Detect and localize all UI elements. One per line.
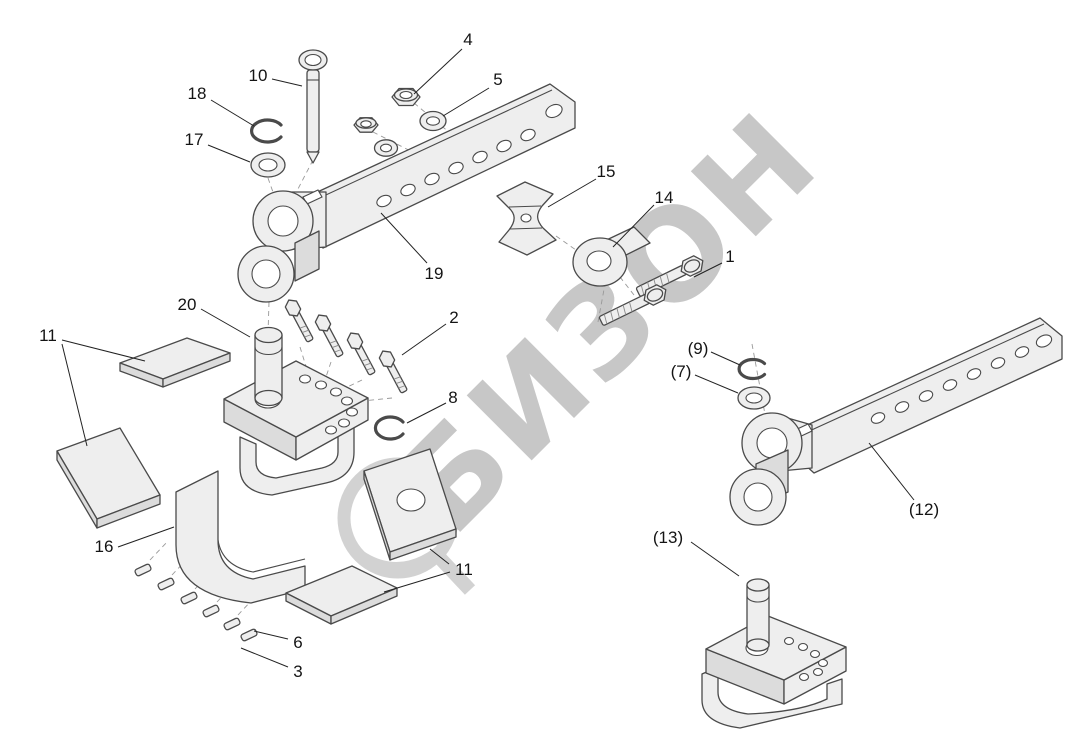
leader-line-16 bbox=[117, 526, 175, 548]
callout-7: (7) bbox=[671, 362, 692, 381]
callout-18: 18 bbox=[188, 84, 207, 103]
part-circlip-8 bbox=[373, 415, 405, 441]
leader-line-2 bbox=[401, 323, 447, 356]
part-bolt-1-second bbox=[598, 284, 667, 326]
part-circlip-9 bbox=[737, 357, 767, 381]
leader-line-11a-1 bbox=[61, 339, 146, 362]
leader-line-6 bbox=[253, 630, 289, 640]
leader-line-10 bbox=[271, 78, 303, 87]
part-plate-11-top bbox=[119, 337, 231, 388]
callout-17: 17 bbox=[185, 130, 204, 149]
part-roll-pins-3-6 bbox=[134, 563, 258, 642]
callout-11b: 11 bbox=[455, 560, 473, 579]
part-channel-16 bbox=[175, 470, 306, 604]
part-washer-5-second bbox=[373, 139, 399, 157]
callout-8: 8 bbox=[448, 388, 457, 407]
leader-line-19 bbox=[380, 212, 428, 264]
part-drawbar-12 bbox=[729, 317, 1063, 526]
callout-10: 10 bbox=[249, 66, 268, 85]
part-clamp-15 bbox=[496, 181, 557, 256]
callout-11a: 11 bbox=[39, 326, 57, 345]
leader-line-11a-2 bbox=[61, 343, 88, 447]
part-pivot-pin-20 bbox=[254, 326, 283, 407]
leader-line-14 bbox=[612, 204, 655, 248]
part-bolts-2 bbox=[284, 299, 408, 394]
callout-16: 16 bbox=[95, 537, 114, 556]
leader-line-11b-1 bbox=[429, 548, 450, 565]
callout-3: 3 bbox=[293, 662, 302, 681]
leader-line-11b-2 bbox=[383, 571, 451, 593]
part-circlip-18 bbox=[250, 118, 283, 144]
callout-labels: 10 4 5 18 17 15 14 1 19 20 2 11 (9) (7) … bbox=[39, 30, 939, 681]
callout-15: 15 bbox=[597, 162, 616, 181]
callout-19: 19 bbox=[425, 264, 444, 283]
part-upper-arm-19 bbox=[237, 83, 576, 303]
part-eye-link-14 bbox=[572, 226, 651, 287]
callout-13: (13) bbox=[653, 528, 683, 547]
part-plate-11-right bbox=[363, 448, 457, 561]
part-washer-7 bbox=[737, 386, 771, 410]
part-washer-5 bbox=[419, 110, 447, 132]
part-plate-11-left bbox=[56, 427, 161, 529]
callout-4: 4 bbox=[463, 30, 472, 49]
callout-6: 6 bbox=[293, 633, 302, 652]
part-assembly-13 bbox=[701, 578, 847, 729]
leader-line-18 bbox=[210, 99, 255, 127]
leader-line-5 bbox=[442, 87, 490, 117]
leader-line-20 bbox=[200, 308, 251, 338]
part-lynch-pin-10 bbox=[298, 49, 328, 164]
callout-2: 2 bbox=[449, 308, 458, 327]
leader-line-3 bbox=[240, 647, 289, 668]
leader-line-4 bbox=[413, 48, 463, 95]
leader-lines bbox=[61, 48, 915, 668]
part-plate-11-bottom bbox=[285, 565, 398, 625]
callout-1: 1 bbox=[725, 247, 734, 266]
callout-14: 14 bbox=[655, 188, 674, 207]
part-washer-17 bbox=[250, 152, 286, 178]
leader-line-13 bbox=[690, 541, 740, 577]
part-nut-4-second bbox=[353, 117, 379, 133]
leader-line-12 bbox=[868, 442, 915, 501]
callout-9: (9) bbox=[688, 339, 709, 358]
callout-5: 5 bbox=[493, 70, 502, 89]
leader-line-15 bbox=[547, 178, 597, 208]
callout-20: 20 bbox=[178, 295, 197, 314]
leader-line-7 bbox=[694, 374, 739, 394]
leader-line-8 bbox=[406, 402, 447, 424]
leader-line-1 bbox=[693, 262, 723, 278]
leader-line-9 bbox=[710, 351, 741, 366]
part-nut-4 bbox=[391, 87, 421, 107]
leader-line-17 bbox=[207, 144, 251, 163]
callout-12: (12) bbox=[909, 500, 939, 519]
